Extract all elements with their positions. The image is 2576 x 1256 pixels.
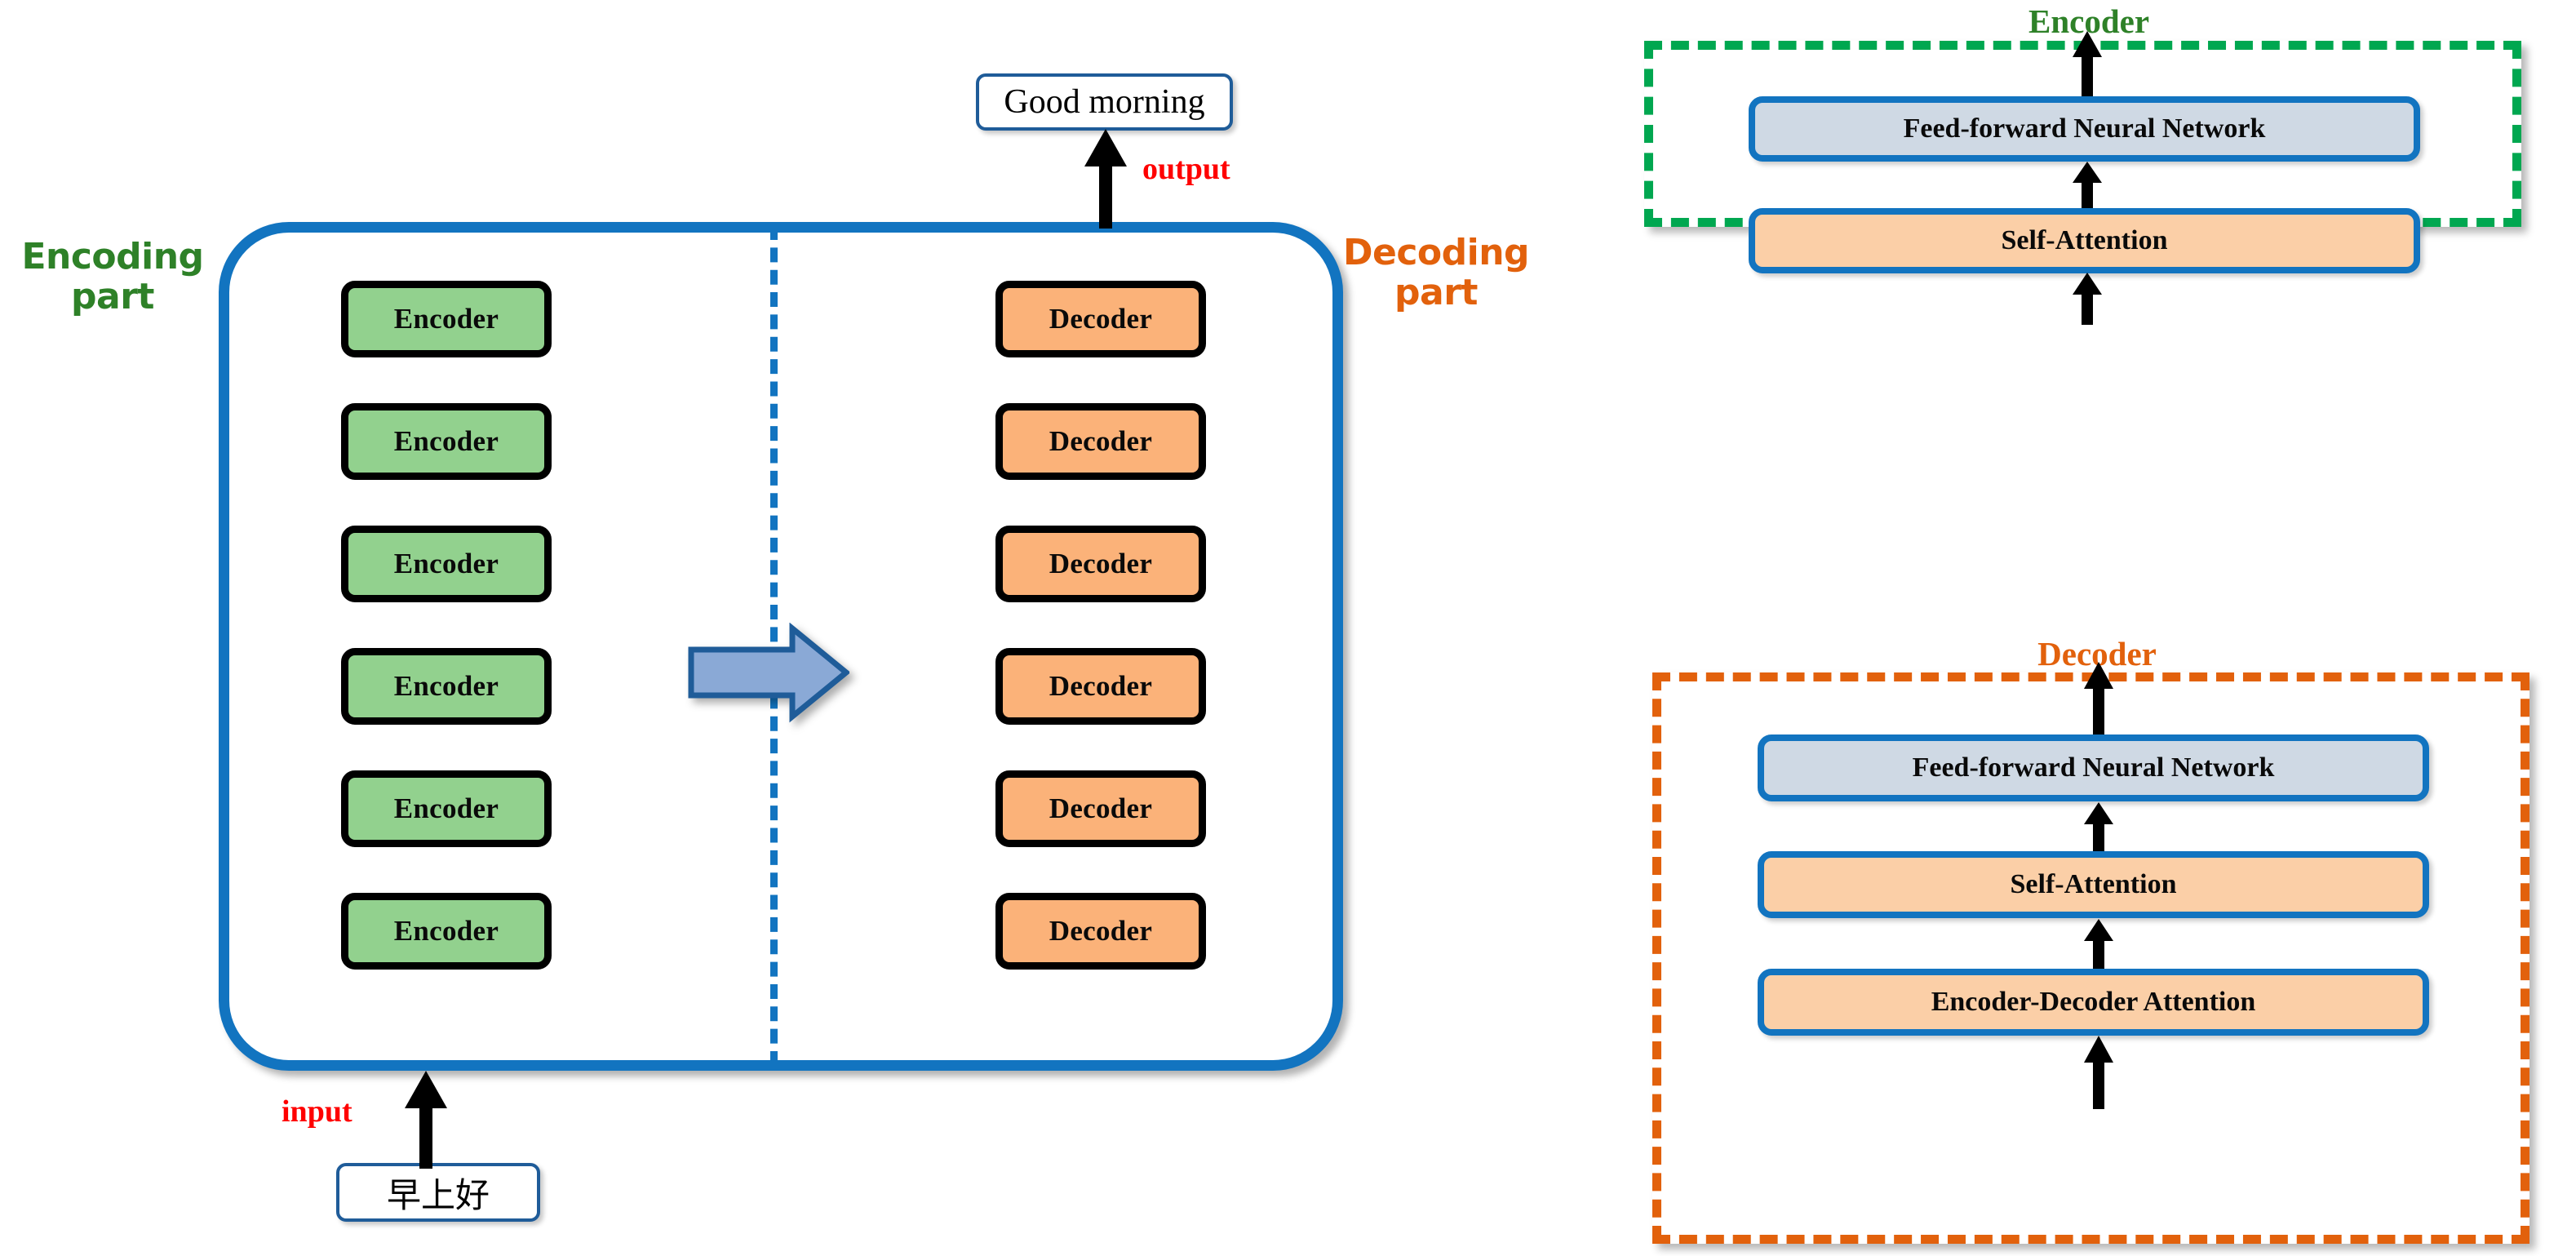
decoder-block[interactable]: Decoder [995,526,1206,602]
input-text-box: 早上好 [336,1163,540,1222]
encoder-block[interactable]: Encoder [341,648,552,725]
decoder-layer-feed-forward-neural-network[interactable]: Feed-forward Neural Network [1758,735,2429,801]
encoder-block[interactable]: Encoder [341,403,552,480]
encoder-decoder-divider-line [770,225,778,1066]
encoder-layer-feed-forward-neural-network[interactable]: Feed-forward Neural Network [1749,96,2420,162]
decoder-block[interactable]: Decoder [995,648,1206,725]
decoder-output-arrow-icon [2084,662,2113,735]
decoder-input-arrow-icon [2084,1036,2113,1109]
decoder-stack: Decoder Decoder Decoder Decoder Decoder … [995,281,1206,970]
encoder-internal-arrow-icon [2073,162,2102,212]
transformer-overview-panel: Encoding part Decoding part Encoder Enco… [21,73,1530,1222]
encoder-block[interactable]: Encoder [341,281,552,357]
decoder-internal-arrow-icon [2084,919,2113,971]
decoder-layer-self-attention[interactable]: Self-Attention [1758,851,2429,918]
encoding-part-label: Encoding part [21,236,204,318]
decoder-detail-panel: Decoder Feed-forward Neural Network Self… [1652,632,2542,1256]
input-label: input [282,1094,352,1129]
encoder-block[interactable]: Encoder [341,526,552,602]
encoder-input-arrow-icon [2073,273,2102,325]
decoder-block[interactable]: Decoder [995,770,1206,847]
encoder-block[interactable]: Encoder [341,770,552,847]
decoding-part-label: Decoding part [1342,232,1530,314]
decoder-layer-encoder-decoder-attention[interactable]: Encoder-Decoder Attention [1758,969,2429,1036]
output-arrow-icon [1084,129,1127,229]
output-label: output [1142,152,1230,186]
decoder-internal-arrow-icon [2084,802,2113,854]
encoder-detail-panel: Encoder Feed-forward Neural Network Self… [1644,0,2534,325]
decoder-block[interactable]: Decoder [995,281,1206,357]
encoder-detail-title: Encoder [2028,2,2150,40]
output-text-box: Good morning [976,73,1233,131]
input-arrow-icon [405,1071,447,1169]
encoder-block[interactable]: Encoder [341,893,552,970]
encoder-to-decoder-flow-arrow [688,623,849,723]
encoder-stack: Encoder Encoder Encoder Encoder Encoder … [341,281,552,970]
decoder-block[interactable]: Decoder [995,893,1206,970]
encoder-layer-self-attention[interactable]: Self-Attention [1749,208,2420,273]
encoder-output-arrow-icon [2073,31,2102,100]
decoder-block[interactable]: Decoder [995,403,1206,480]
